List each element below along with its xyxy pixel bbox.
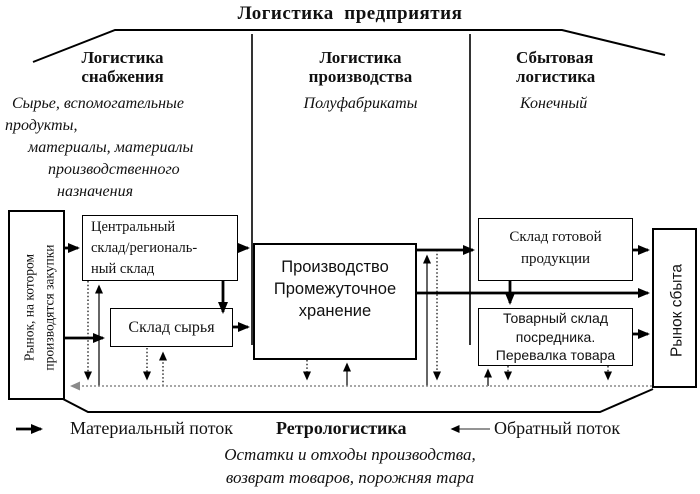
supply-subtitle-line: продукты, [5,117,78,134]
sales-subtitle: Конечный [520,95,588,112]
sales-market-label: Рынок сбыта [667,263,685,357]
node-finished-warehouse: Склад готовой продукции [478,218,633,281]
finished-warehouse-label: Склад готовой продукции [509,229,602,267]
column-heading-supply: Логистика снабжения [81,48,164,86]
node-middleman-warehouse: Товарный склад посредника. Перевалка тов… [478,308,633,366]
node-sales-market: Рынок сбыта [652,228,697,388]
legend-retrologistics-label: Ретрологистика [276,418,407,438]
central-warehouse-label: Центральный склад/региональ- ный склад [91,218,198,277]
supply-subtitle-line: производственного [48,161,180,178]
column-heading-production: Логистика производства [308,48,413,86]
supply-subtitle-line: материалы, материалы [28,139,194,156]
node-central-warehouse: Центральный склад/региональ- ный склад [82,215,238,281]
node-purchase-market: Рынок, на котором производятся закупки [8,210,65,400]
column-heading-sales: Сбытовая логистика [516,48,596,86]
raw-warehouse-label: Склад сырья [128,318,215,336]
node-production: Производство Промежуточное хранение [253,243,417,360]
legend-reverse-flow-label: Обратный поток [494,418,621,438]
purchase-market-label: Рынок, на котором производятся закупки [20,243,56,371]
retrologistics-note-line: Остатки и отходы производства, [224,445,476,464]
diagram-title: Логистика предприятия [237,3,463,24]
node-raw-warehouse: Склад сырья [110,308,233,347]
supply-subtitle-line: назначения [57,183,134,200]
production-label: Производство Промежуточное хранение [273,258,397,320]
supply-subtitle-line: Сырье, вспомогательные [12,95,184,112]
production-subtitle: Полуфабрикаты [303,95,418,112]
bottom-bracket [62,388,654,413]
middleman-warehouse-label: Товарный склад посредника. Перевалка тов… [495,310,616,364]
retrologistics-note-line: возврат товаров, порожняя тара [225,468,475,487]
legend-material-flow-label: Материальный поток [70,418,233,438]
